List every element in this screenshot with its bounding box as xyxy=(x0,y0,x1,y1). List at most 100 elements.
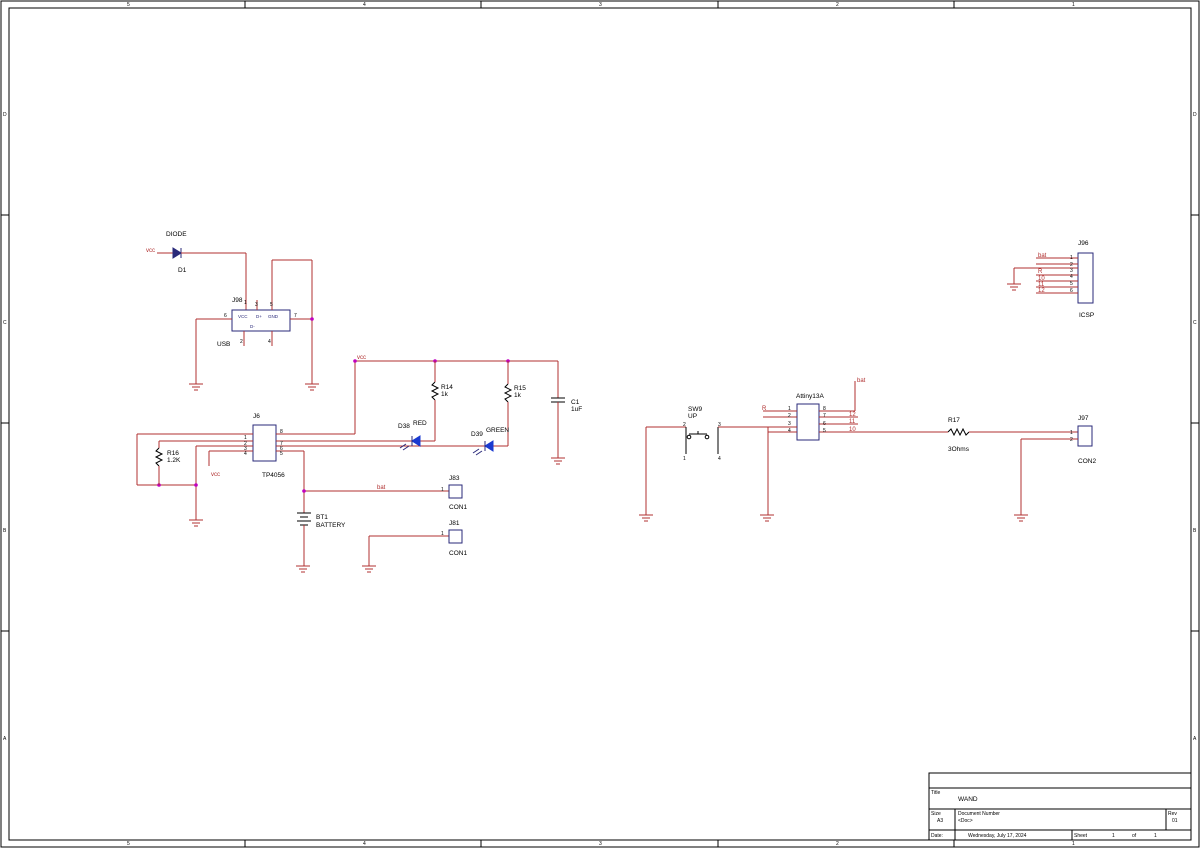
size-label: Size xyxy=(931,811,941,817)
size-value: A3 xyxy=(937,818,943,824)
j96-ref: J96 xyxy=(1078,240,1089,247)
usb-pin: 5 xyxy=(270,302,273,308)
r15-value: 1k xyxy=(514,392,522,399)
usb-pin-name: VCC xyxy=(238,314,248,319)
j96-pin: 2 xyxy=(1070,262,1073,268)
border-col-label: 5 xyxy=(127,2,130,8)
bt1-ref: BT1 xyxy=(316,514,328,521)
mcu-net: 10 xyxy=(849,427,856,433)
sw9-pin: 3 xyxy=(718,422,721,428)
connector-j96-icsp: J96 ICSP bat R 10 11 12 1 2 3 4 5 6 xyxy=(1013,240,1094,319)
resistor-r16: R16 1.2K xyxy=(154,441,181,485)
usb-pin: 4 xyxy=(268,339,271,345)
j6-pin: 6 xyxy=(280,446,283,452)
j96-pin: 5 xyxy=(1070,281,1073,287)
j96-net: R xyxy=(1038,269,1043,275)
net-label-vcc: vcc xyxy=(357,355,366,361)
border-row-label: B xyxy=(1193,528,1197,534)
j97-pin: 1 xyxy=(1070,430,1073,436)
j6-pin: 1 xyxy=(244,435,247,441)
docnum-value: <Doc> xyxy=(958,818,973,824)
date-value: Wednesday, July 17, 2024 xyxy=(968,833,1027,839)
bt1-value: BATTERY xyxy=(316,522,346,529)
j6-pin: 8 xyxy=(280,429,283,435)
j6-ref: J6 xyxy=(253,413,260,420)
sw9-value: UP xyxy=(688,413,697,420)
j96-net: bat xyxy=(1038,253,1047,259)
j6-pin: 2 xyxy=(244,441,247,447)
sheet-value: 1 xyxy=(1112,833,1115,839)
net-label-bat: bat xyxy=(377,485,386,491)
c1-value: 1uF xyxy=(571,406,582,413)
sw9-pin: 1 xyxy=(683,456,686,462)
border-col-label: 4 xyxy=(363,841,366,847)
mcu-pin: 5 xyxy=(823,428,826,434)
mcu-pin: 2 xyxy=(788,413,791,419)
border-col-label: 3 xyxy=(599,2,602,8)
resistor-r14: R14 1k xyxy=(430,361,453,441)
connector-j97: J97 CON2 1 2 xyxy=(1020,415,1096,515)
r15-ref: R15 xyxy=(514,385,526,392)
j96-pin: 1 xyxy=(1070,255,1073,261)
usb-value: USB xyxy=(217,341,230,348)
microcontroller-attiny13a: Attiny13A R bat 1 2 3 4 8 7 6 5 12 11 10 xyxy=(762,378,948,515)
connector-j81: 1 J81 CON1 xyxy=(368,520,467,566)
charger-ic-j6: J6 TP4056 1 2 3 4 5 6 7 8 vcc xyxy=(136,413,485,520)
d1-ref: D1 xyxy=(178,267,187,274)
border-col-label: 5 xyxy=(127,841,130,847)
j96-pin: 4 xyxy=(1070,274,1073,280)
d39-value: GREEN xyxy=(486,427,509,434)
j97-ref: J97 xyxy=(1078,415,1089,422)
border-col-label: 1 xyxy=(1072,841,1075,847)
j96-value: ICSP xyxy=(1079,312,1094,319)
j97-pin: 2 xyxy=(1070,437,1073,443)
led-d39: D39 GREEN xyxy=(471,427,509,456)
vcc-rail: vcc xyxy=(287,355,558,435)
r16-ref: R16 xyxy=(167,450,179,457)
mcu-pin: 6 xyxy=(823,421,826,427)
d1-value: DIODE xyxy=(166,231,187,238)
mcu-ref: Attiny13A xyxy=(796,393,824,400)
border-row-label: A xyxy=(1193,736,1197,742)
mcu-pin: 3 xyxy=(788,421,791,427)
border-col-label: 2 xyxy=(836,841,839,847)
mcu-pin: 4 xyxy=(788,428,791,434)
document-title: WAND xyxy=(958,796,978,803)
c1-ref: C1 xyxy=(571,399,580,406)
j81-ref: J81 xyxy=(449,520,460,527)
ground-symbols xyxy=(189,283,1028,573)
net-label-r: R xyxy=(762,406,767,412)
mcu-net: 11 xyxy=(849,419,856,425)
d38-value: RED xyxy=(413,420,427,427)
title-label: Title xyxy=(931,790,940,796)
mcu-net: 12 xyxy=(849,412,856,418)
j6-pin: 4 xyxy=(244,451,247,457)
usb-pin-name: D- xyxy=(250,324,255,329)
usb-pin: 7 xyxy=(294,313,297,319)
sheet-label: Sheet xyxy=(1074,833,1088,839)
rev-value: 01 xyxy=(1172,818,1178,824)
border-row-label: C xyxy=(3,320,7,326)
usb-connector-j98: J98 USB 6 7 1 3 5 2 4 VCC D- D+ GND xyxy=(195,259,314,384)
r17-value: 3Ohms xyxy=(948,446,970,453)
usb-pin: 6 xyxy=(224,313,227,319)
resistor-r17: R17 3Ohms xyxy=(947,417,1078,453)
battery-section: bat BT1 BATTERY xyxy=(297,451,449,566)
border-col-label: 2 xyxy=(836,2,839,8)
date-label: Date: xyxy=(931,833,943,839)
border-row-label: D xyxy=(1193,112,1197,118)
usb-pin: 1 xyxy=(244,300,247,306)
j83-value: CON1 xyxy=(449,504,467,511)
j6-pin: 3 xyxy=(244,446,247,452)
border-col-label: 4 xyxy=(363,2,366,8)
r17-ref: R17 xyxy=(948,417,960,424)
net-label-vcc: vcc xyxy=(146,248,155,254)
sheet-total: 1 xyxy=(1154,833,1157,839)
led-d38: D38 RED xyxy=(398,420,435,451)
r16-value: 1.2K xyxy=(167,457,181,464)
docnum-label: Document Number xyxy=(958,811,1000,817)
usb-pin-name: GND xyxy=(268,314,279,319)
sw9-ref: SW9 xyxy=(688,406,702,413)
